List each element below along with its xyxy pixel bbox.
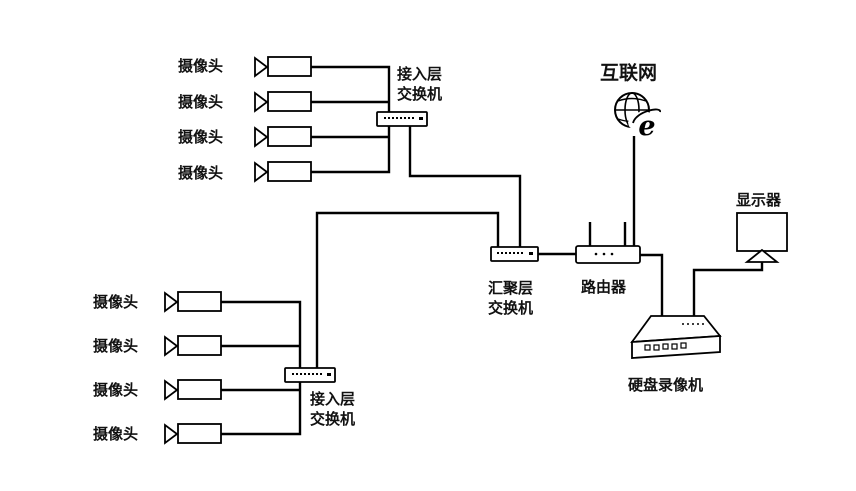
camera-icon	[164, 423, 222, 445]
link-top-camera-1	[311, 65, 391, 115]
aggregation-switch-label-line1: 汇聚层	[488, 279, 534, 297]
aggregation-switch-icon	[490, 246, 539, 262]
access-switch-label-line2: 交换机	[397, 85, 443, 103]
camera-icon	[254, 91, 312, 113]
camera-icon	[254, 161, 312, 183]
camera-label: 摄像头	[93, 425, 139, 443]
svg-text:e: e	[638, 111, 655, 142]
camera-label: 摄像头	[178, 57, 224, 75]
aggregation-switch-label-line2: 交换机	[488, 299, 534, 317]
link-top-access-to-aggregation	[408, 125, 522, 248]
camera-label: 摄像头	[93, 293, 139, 311]
camera-icon	[164, 379, 222, 401]
aggregation-switch-label: 汇聚层 交换机	[488, 278, 533, 318]
monitor-label: 显示器	[736, 191, 782, 209]
access-switch-icon	[284, 367, 336, 383]
link-router-to-nvr	[640, 253, 664, 316]
monitor-icon	[736, 212, 788, 263]
access-switch-label-line1: 接入层	[397, 65, 443, 83]
camera-icon	[164, 291, 222, 313]
internet-label: 互联网	[600, 62, 658, 84]
camera-label: 摄像头	[93, 337, 139, 355]
router-label: 路由器	[581, 278, 627, 296]
camera-label: 摄像头	[178, 164, 224, 182]
camera-label: 摄像头	[178, 128, 224, 146]
nvr-label: 硬盘录像机	[628, 376, 704, 394]
link-bottom-access-to-aggregation	[315, 211, 500, 370]
camera-icon	[164, 335, 222, 357]
access-switch-icon	[376, 111, 428, 127]
nvr-icon	[630, 315, 722, 359]
access-switch-label: 接入层 交换机	[310, 389, 355, 429]
access-switch-label-line1: 接入层	[310, 390, 356, 408]
camera-icon	[254, 126, 312, 148]
link-top-camera-4	[311, 125, 391, 174]
access-switch-label: 接入层 交换机	[397, 64, 442, 104]
camera-label: 摄像头	[93, 381, 139, 399]
router-icon	[575, 222, 641, 264]
internet-globe-icon: e	[614, 92, 661, 142]
link-nvr-to-monitor	[692, 260, 764, 318]
camera-icon	[254, 56, 312, 78]
access-switch-label-line2: 交换机	[310, 410, 356, 428]
camera-label: 摄像头	[178, 93, 224, 111]
